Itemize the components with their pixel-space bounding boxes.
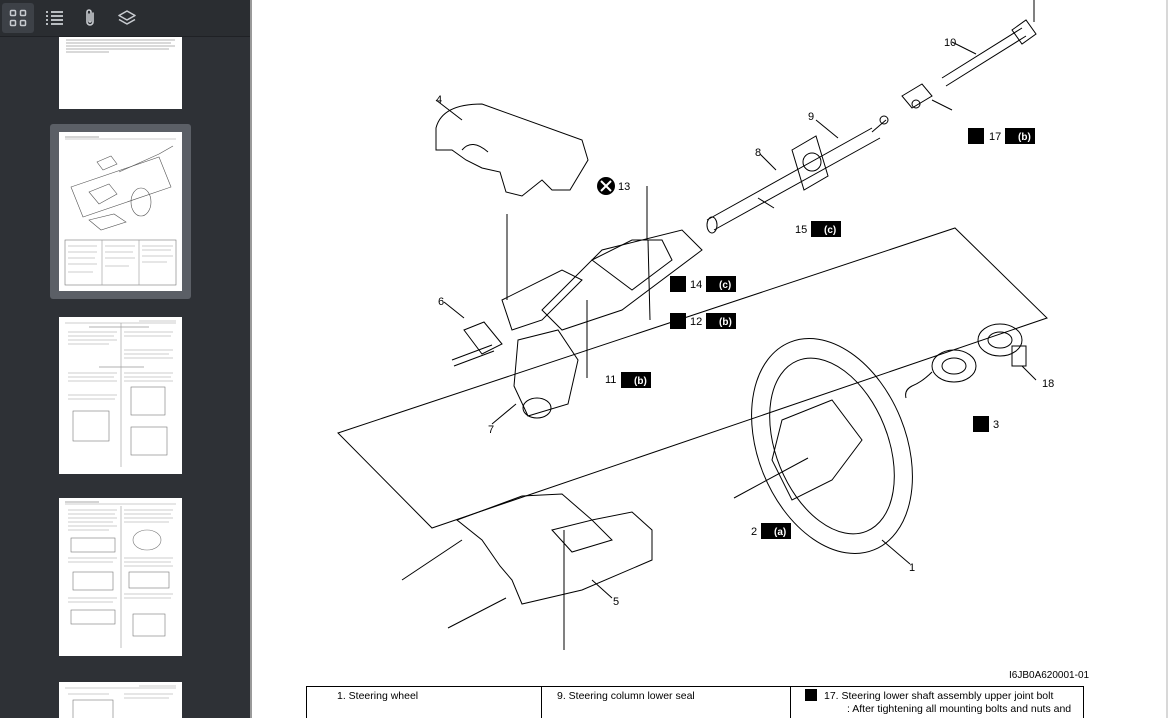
parts-legend-table: 1. Steering wheel 9. Steering column low…	[306, 686, 1084, 718]
outline-tab[interactable]	[38, 3, 70, 33]
part-9-steering-column-lower-seal	[791, 135, 829, 191]
page-thumbnail[interactable]	[59, 682, 182, 718]
torque-ref-12: (b)	[719, 317, 732, 328]
thumbnails-tab[interactable]	[2, 3, 34, 33]
sidebar-toolbar	[0, 0, 250, 37]
page-thumbnail-selected[interactable]	[59, 132, 182, 291]
part-7-combination-switch	[513, 329, 579, 419]
part-18-contact-coil-cover	[977, 323, 1027, 367]
grid-icon	[9, 9, 27, 27]
callout-17: 17	[989, 131, 1001, 143]
torque-wrench-icon	[805, 689, 817, 701]
callout-9: 9	[808, 111, 814, 123]
layers-icon	[118, 10, 136, 25]
part-1-steering-wheel	[751, 338, 913, 554]
page-thumbnail[interactable]	[59, 317, 182, 474]
do-not-reuse-icon	[597, 177, 615, 195]
part-15-bolt	[757, 197, 775, 209]
legend-item-17: 17. Steering lower shaft assembly upper …	[824, 690, 1054, 702]
torque-ref-14: (c)	[719, 280, 731, 291]
list-icon	[46, 11, 63, 25]
callout-8: 8	[755, 147, 761, 159]
legend-divider	[790, 687, 791, 718]
legend-item-9: 9. Steering column lower seal	[557, 690, 695, 702]
callout-4: 4	[436, 94, 442, 106]
part-8-steering-shaft	[706, 115, 889, 234]
legend-item-17-note: : After tightening all mounting bolts an…	[847, 703, 1072, 715]
callout-1: 1	[909, 562, 915, 574]
page-thumbnail[interactable]	[59, 37, 182, 109]
page-edge	[1166, 0, 1168, 718]
assembly-plane-outline	[337, 227, 1048, 529]
callout-15: 15	[795, 224, 807, 236]
paperclip-icon	[86, 9, 94, 26]
page-thumbnail[interactable]	[59, 498, 182, 656]
torque-wrench-icon	[621, 128, 1035, 539]
torque-ref-17: (b)	[1018, 132, 1031, 143]
part-6-steering-column	[451, 190, 703, 378]
callout-13: 13	[618, 181, 630, 193]
torque-ref-11: (b)	[634, 376, 647, 387]
page-thumbnail-preview	[66, 39, 175, 53]
part-3-contact-coil	[905, 349, 977, 399]
figure-code: I6JB0A620001-01	[1009, 670, 1090, 681]
layers-tab[interactable]	[111, 3, 143, 33]
document-page: 4 6 7 8 9 10 13 15 14 12 11 17 18 3 2 1 …	[252, 0, 1168, 718]
callout-14: 14	[690, 279, 702, 291]
part-4-column-cover	[435, 103, 589, 197]
sidebar-divider[interactable]	[250, 0, 252, 718]
page-thumbnail-preview	[65, 501, 176, 648]
steering-column-exploded-diagram: 4 6 7 8 9 10 13 15 14 12 11 17 18 3 2 1 …	[337, 0, 1054, 650]
callout-18: 18	[1042, 378, 1054, 390]
attachments-tab[interactable]	[74, 3, 106, 33]
callout-6: 6	[438, 296, 444, 308]
legend-item-1: 1. Steering wheel	[337, 690, 419, 702]
page-thumbnail-preview	[65, 685, 176, 718]
callout-2: 2	[751, 526, 757, 538]
torque-ref-15: (c)	[824, 225, 836, 236]
callout-10: 10	[944, 37, 956, 49]
page-thumbnail-preview	[64, 136, 177, 286]
part-5-lower-cover	[455, 493, 653, 605]
callout-11: 11	[605, 374, 616, 386]
thumbnail-sidebar	[0, 0, 250, 718]
legend-divider	[541, 687, 542, 718]
callout-3: 3	[993, 419, 999, 431]
part-10-steering-shaft-joint	[901, 0, 1037, 111]
callout-12: 12	[690, 316, 702, 328]
callout-7: 7	[488, 424, 494, 436]
callout-5: 5	[613, 596, 619, 608]
page-thumbnail-preview	[65, 320, 176, 467]
torque-ref-2: (a)	[774, 527, 786, 538]
